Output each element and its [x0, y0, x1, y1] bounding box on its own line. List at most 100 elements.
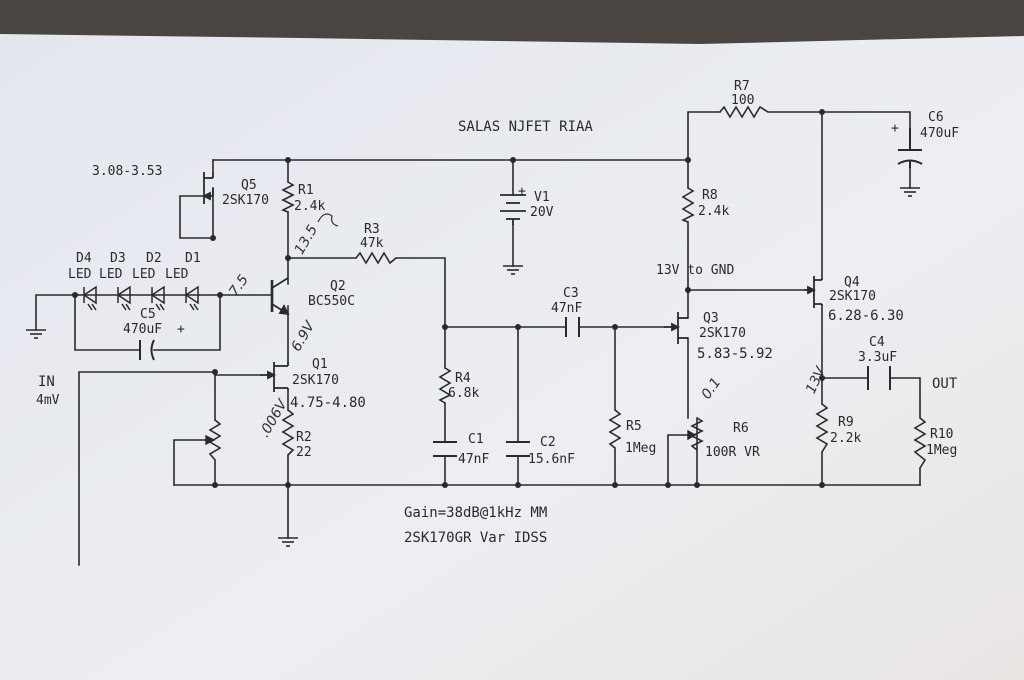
d1-value: LED [165, 267, 189, 282]
r8-value: 2.4k [698, 204, 729, 219]
vr-symbol [208, 419, 222, 461]
r6-ref: R6 [733, 421, 749, 436]
c5-symbol [139, 339, 155, 361]
vr-wiper-arrow [205, 434, 216, 446]
d3-value: LED [99, 267, 123, 282]
r8-symbol [681, 187, 695, 223]
q3-value: 2SK170 [699, 326, 746, 341]
r7-symbol [719, 105, 769, 119]
device-note: 2SK170GR Var IDSS [404, 530, 547, 546]
r1-symbol [281, 181, 295, 213]
schematic-title: SALAS NJFET RIAA [458, 119, 593, 135]
r5-value: 1Meg [625, 441, 656, 456]
q3-ref: Q3 [703, 311, 719, 326]
c1-value: 47nF [458, 452, 489, 467]
r6-wiper-arrow [687, 429, 697, 441]
q2-ref: Q2 [330, 279, 346, 294]
paper-sheet [0, 34, 1024, 680]
d2-ref: D2 [146, 251, 162, 266]
c6-ref: C6 [928, 110, 944, 125]
c5-polarity: + [177, 322, 185, 337]
c1-ref: C1 [468, 432, 484, 447]
r1-value: 2.4k [294, 199, 325, 214]
c2-symbol [506, 441, 530, 457]
c5-ref: C5 [140, 307, 156, 322]
d2-led-symbol [150, 285, 165, 311]
q4-ref: Q4 [844, 275, 860, 290]
q4-jfet-symbol [804, 276, 823, 308]
r2-symbol [281, 409, 295, 456]
c3-value: 47nF [551, 301, 582, 316]
r4-symbol [438, 367, 452, 404]
q3-jfet-symbol [664, 312, 688, 344]
d4-ref: D4 [76, 251, 92, 266]
c6-polarity: + [891, 121, 899, 136]
c6-value: 470uF [920, 126, 959, 141]
q3-range: 5.83-5.92 [697, 346, 773, 362]
wires [35, 111, 921, 566]
gain-note: Gain=38dB@1kHz MM [404, 505, 547, 521]
r6-value: 100R VR [705, 445, 760, 460]
d1-led-symbol [184, 285, 199, 311]
c4-symbol [867, 366, 891, 390]
c2-value: 15.6nF [528, 452, 575, 467]
d4-value: LED [68, 267, 92, 282]
d2-value: LED [132, 267, 156, 282]
r7-ref: R7 [734, 79, 750, 94]
c4-value: 3.3uF [858, 350, 897, 365]
q5-jfet-symbol [201, 172, 214, 204]
c3-symbol [565, 317, 580, 337]
c5-value: 470uF [123, 322, 162, 337]
r9-ref: R9 [838, 415, 854, 430]
q5-ref: Q5 [241, 178, 257, 193]
r2-value: 22 [296, 445, 312, 460]
r3-ref: R3 [364, 222, 380, 237]
handwritten-squiggle [317, 213, 339, 227]
input-level: 4mV [36, 393, 60, 408]
r8-ref: R8 [702, 188, 718, 203]
q1-range: 4.75-4.80 [290, 395, 366, 411]
r10-ref: R10 [930, 427, 953, 442]
r2-ref: R2 [296, 430, 312, 445]
c1-symbol [433, 441, 457, 457]
q5-value: 2SK170 [222, 193, 269, 208]
r9-value: 2.2k [830, 431, 861, 446]
q4-value: 2SK170 [829, 289, 876, 304]
q5-range-note: 3.08-3.53 [92, 164, 162, 179]
c3-ref: C3 [563, 286, 579, 301]
v1-value: 20V [530, 205, 554, 220]
c4-ref: C4 [869, 335, 885, 350]
q1-jfet-symbol [260, 362, 289, 392]
r5-symbol [608, 409, 622, 449]
junction-dots [72, 109, 825, 488]
c2-ref: C2 [540, 435, 556, 450]
q1-ref: Q1 [312, 357, 328, 372]
r10-value: 1Meg [926, 443, 957, 458]
r8-note: 13V to GND [656, 263, 734, 278]
d1-ref: D1 [185, 251, 201, 266]
r4-ref: R4 [455, 371, 471, 386]
r1-ref: R1 [298, 183, 314, 198]
r10-symbol [913, 417, 927, 469]
r3-symbol [355, 251, 397, 265]
v1-ref: V1 [534, 190, 550, 205]
q4-range: 6.28-6.30 [828, 308, 904, 324]
q2-value: BC550C [308, 294, 355, 309]
output-label: OUT [932, 376, 958, 392]
input-label: IN [38, 374, 55, 390]
v1-polarity-plus: + [518, 184, 526, 199]
r9-symbol [815, 403, 829, 453]
r5-ref: R5 [626, 419, 642, 434]
c6-symbol [897, 128, 923, 168]
v1-battery-symbol [500, 194, 526, 225]
r7-value: 100 [731, 93, 754, 108]
d3-led-symbol [116, 285, 131, 311]
q1-value: 2SK170 [292, 373, 339, 388]
d4-led-symbol [82, 285, 97, 311]
d3-ref: D3 [110, 251, 126, 266]
r3-value: 47k [360, 236, 384, 251]
q2-npn-symbol [270, 277, 290, 316]
r4-value: 6.8k [448, 386, 479, 401]
r6-symbol [690, 417, 704, 451]
